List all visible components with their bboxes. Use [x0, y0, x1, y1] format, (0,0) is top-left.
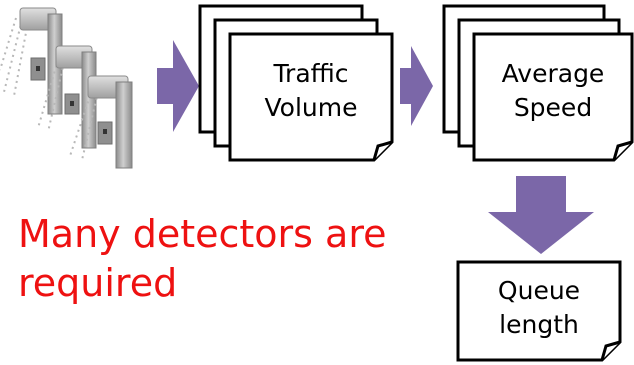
label-line: Speed [513, 93, 593, 122]
traffic-volume-label: Traffic Volume [230, 57, 392, 125]
arrow-down-icon [488, 176, 594, 254]
label-line: Queue [497, 276, 581, 305]
arrow-right-icon [400, 46, 433, 126]
label-line: Traffic [273, 59, 349, 88]
note-line: Many detectors are [18, 212, 387, 256]
queue-length-label: Queue length [458, 274, 620, 342]
label-line: Volume [264, 93, 358, 122]
detector-pole-icon [0, 7, 63, 115]
document-fold [372, 140, 393, 161]
average-speed-label: Average Speed [474, 57, 632, 125]
detectors-required-note: Many detectors are required [18, 210, 438, 308]
note-line: required [18, 261, 178, 305]
document-fold [600, 340, 621, 361]
document-fold [612, 140, 633, 161]
traffic-volume-stack [198, 4, 394, 162]
average-speed-stack [442, 4, 634, 162]
arrow-right-icon [157, 40, 199, 132]
detector-pole-icon [37, 45, 97, 149]
queue-length-document [456, 260, 622, 362]
label-line: length [499, 310, 579, 339]
detector-icon-group [0, 7, 133, 169]
detector-pole-icon [69, 75, 133, 169]
label-line: Average [501, 59, 605, 88]
